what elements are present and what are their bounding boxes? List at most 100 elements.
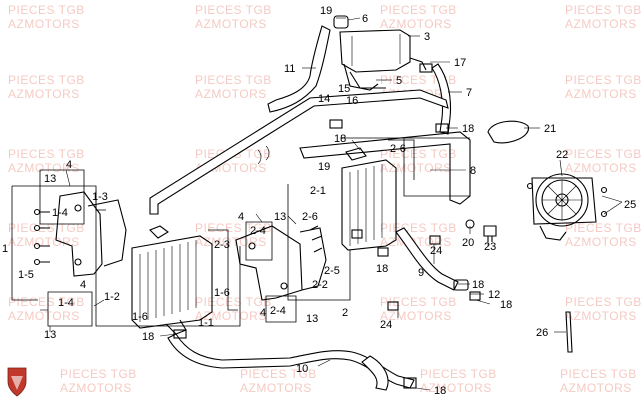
callout-label: 2-3 <box>214 239 230 251</box>
part-labels: 19 6 3 11 17 15 5 14 16 7 18 21 18 19 2-… <box>2 5 636 397</box>
callout-label: 25 <box>624 199 636 211</box>
callout-label: 2-2 <box>312 279 328 291</box>
watermark-site: AZMOTORS <box>240 381 312 395</box>
callout-label: 22 <box>556 149 568 161</box>
callout-label: 1-6 <box>132 311 148 323</box>
small-clips <box>173 63 481 389</box>
sensor-23 <box>483 225 497 242</box>
hose-fitting <box>453 279 469 291</box>
callout-label: 2-4 <box>250 225 266 237</box>
left-bracket <box>33 191 127 277</box>
tank-cap <box>333 15 349 29</box>
hose-7 <box>431 63 452 135</box>
watermark-brand: PIECES TGB <box>240 367 317 381</box>
callout-label: 4 <box>80 279 86 291</box>
watermark-site: AZMOTORS <box>195 87 267 101</box>
callout-label: 24 <box>380 319 392 331</box>
callout-label: 13 <box>44 329 56 341</box>
clamp-21 <box>487 120 529 144</box>
watermark-brand: PIECES TGB <box>8 3 85 17</box>
watermark-brand: PIECES TGB <box>380 295 457 309</box>
left-radiator <box>131 225 213 335</box>
watermark-site: AZMOTORS <box>195 17 267 31</box>
watermark-site: AZMOTORS <box>380 161 452 175</box>
watermark-brand: PIECES TGB <box>565 221 642 235</box>
watermark-brand: PIECES TGB <box>195 295 272 309</box>
callout-label: 4 <box>260 307 266 319</box>
callout-label: 4 <box>238 211 244 223</box>
right-radiator <box>341 147 397 251</box>
callout-label: 16 <box>346 95 358 107</box>
callout-label: 2 <box>342 307 348 319</box>
callout-label: 1-4 <box>52 207 68 219</box>
callout-label: 23 <box>484 241 496 253</box>
hose-9 <box>395 227 459 291</box>
callout-label: 19 <box>318 161 330 173</box>
callout-label: 2-1 <box>310 185 326 197</box>
watermark-site: AZMOTORS <box>8 309 80 323</box>
watermark-brand: PIECES TGB <box>195 73 272 87</box>
callout-label: 13 <box>44 173 56 185</box>
callout-label: 13 <box>274 211 286 223</box>
watermark-site: AZMOTORS <box>565 17 637 31</box>
callout-label: 24 <box>430 245 442 257</box>
callout-label: 8 <box>470 165 476 177</box>
callout-label: 18 <box>376 263 388 275</box>
watermark-site: AZMOTORS <box>195 309 267 323</box>
callout-label: 9 <box>418 267 424 279</box>
watermark-site: AZMOTORS <box>8 17 80 31</box>
watermark-brand: PIECES TGB <box>420 367 497 381</box>
callout-label: 1-5 <box>18 269 34 281</box>
shield-logo-icon <box>7 367 27 397</box>
watermark-site: AZMOTORS <box>565 87 637 101</box>
watermark-brand: PIECES TGB <box>565 147 642 161</box>
callout-label: 3 <box>424 31 430 43</box>
callout-label: 18 <box>334 133 346 145</box>
expansion-tank <box>333 15 427 91</box>
watermark-brand: PIECES TGB <box>565 295 642 309</box>
watermark-site: AZMOTORS <box>565 161 637 175</box>
callout-label: 2-4 <box>270 305 286 317</box>
watermark-site: AZMOTORS <box>565 235 637 249</box>
callout-label: 2-6 <box>390 143 406 155</box>
watermark-brand: PIECES TGB <box>380 147 457 161</box>
watermark-brand: PIECES TGB <box>565 3 642 17</box>
callout-label: 5 <box>396 75 402 87</box>
watermark-site: AZMOTORS <box>8 161 80 175</box>
callout-label: 12 <box>488 289 500 301</box>
watermark-site: AZMOTORS <box>8 235 80 249</box>
callout-label: 19 <box>320 5 332 17</box>
callout-label: 2-6 <box>302 211 318 223</box>
watermark-site: AZMOTORS <box>380 235 452 249</box>
watermark-site: AZMOTORS <box>60 381 132 395</box>
watermark-site: AZMOTORS <box>195 235 267 249</box>
callout-label: 17 <box>454 57 466 69</box>
watermark-brand: PIECES TGB <box>380 221 457 235</box>
watermark-brand: PIECES TGB <box>565 73 642 87</box>
callout-label: 7 <box>466 87 472 99</box>
callout-label: 20 <box>462 237 474 249</box>
callout-label: 1-4 <box>58 297 74 309</box>
frame-bar <box>299 131 471 205</box>
callout-label: 1-6 <box>214 287 230 299</box>
watermark-brand: PIECES TGB <box>560 367 637 381</box>
watermark-brand: PIECES TGB <box>8 147 85 161</box>
watermark-brand: PIECES TGB <box>195 3 272 17</box>
hose-11 <box>267 25 331 113</box>
rod-26 <box>565 311 573 353</box>
right-bracket <box>235 225 327 301</box>
callout-label: 2-5 <box>324 265 340 277</box>
watermark-site: AZMOTORS <box>565 309 637 323</box>
callout-label: 15 <box>338 83 350 95</box>
upper-pipe <box>149 89 449 215</box>
callout-label: 18 <box>434 385 446 397</box>
callout-label: 18 <box>472 279 484 291</box>
callout-label: 1-1 <box>198 317 214 329</box>
callout-label: 18 <box>462 123 474 135</box>
watermark-site: AZMOTORS <box>560 381 632 395</box>
watermark-brand: PIECES TGB <box>60 367 137 381</box>
watermark-site: AZMOTORS <box>420 381 492 395</box>
callout-label: 10 <box>296 363 308 375</box>
callout-label: 11 <box>284 63 295 75</box>
